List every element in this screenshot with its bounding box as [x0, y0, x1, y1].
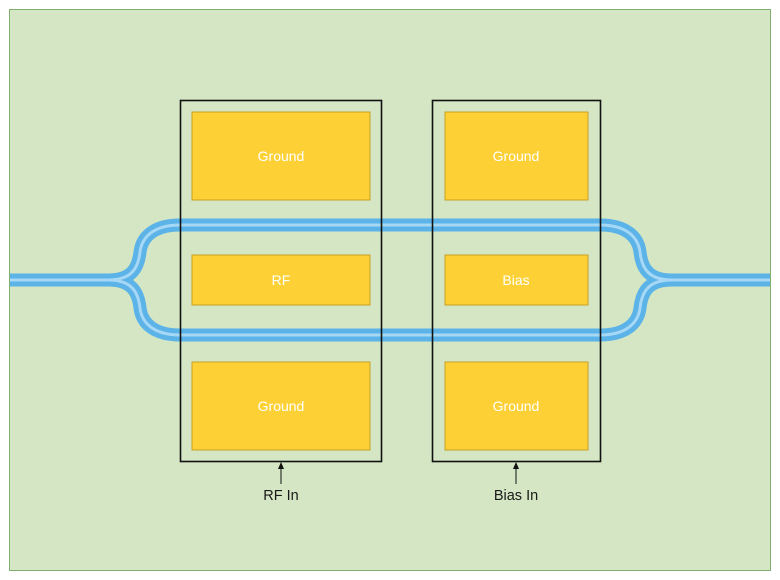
pad-left-top [191, 111, 371, 201]
pad-label-right-bottom: Ground [493, 398, 540, 414]
pad-label-left-bottom: Ground [258, 398, 305, 414]
rf-in-arrow [278, 462, 284, 484]
pad-left-bottom [191, 361, 371, 451]
waveguide [10, 218, 770, 342]
pad-right-mid [444, 254, 589, 306]
substrate [9, 9, 771, 571]
pad-label-left-top: Ground [258, 148, 305, 164]
bias-in-label: Bias In [494, 488, 538, 504]
right-electrode-frame [431, 99, 602, 463]
left-electrode-group [191, 111, 371, 451]
rf-in-arrow-head [278, 462, 284, 469]
pad-right-bottom [444, 361, 589, 451]
rf-in-label: RF In [263, 488, 298, 504]
bias-in-arrow [513, 462, 519, 484]
pad-label-left-mid: RF [272, 272, 291, 288]
left-electrode-frame [179, 99, 383, 463]
pad-right-top [444, 111, 589, 201]
pad-label-right-top: Ground [493, 148, 540, 164]
waveguide-core [10, 223, 770, 337]
pad-label-right-mid: Bias [502, 272, 529, 288]
pad-left-mid [191, 254, 371, 306]
right-electrode-group [444, 111, 589, 451]
bias-in-arrow-head [513, 462, 519, 469]
